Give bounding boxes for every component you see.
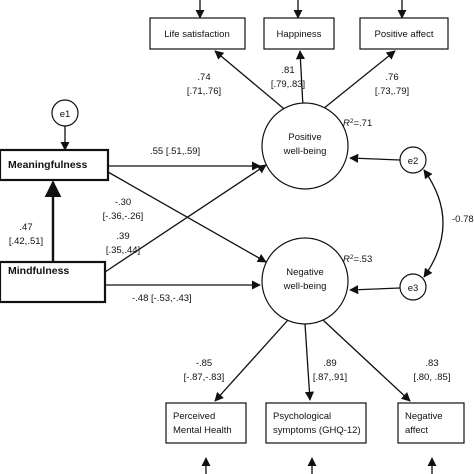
happiness-box — [263, 17, 335, 50]
loading-mental-health-ci: [-.87,-.83] — [184, 372, 225, 383]
loading-arrow-mental-health — [214, 319, 289, 402]
negative-affect-box — [397, 402, 465, 444]
positive-wellbeing-label-line1: Positive — [288, 132, 321, 143]
negative-wellbeing-label-line2: well-being — [283, 281, 327, 292]
e1-label: e1 — [60, 109, 71, 120]
path-mind-neg-label: -.48 [-.53,-.43] — [132, 293, 192, 304]
mental-health-box — [165, 402, 247, 444]
life-satisfaction-label: Life satisfaction — [164, 29, 229, 40]
loading-happiness-ci: [.79,.83] — [271, 79, 305, 90]
positive-affect-label: Positive affect — [375, 29, 434, 40]
loading-positive-affect-ci: [.73,.79] — [375, 86, 409, 97]
e2-label: e2 — [408, 156, 419, 167]
e2-arrow — [349, 153, 401, 163]
positive-wellbeing-label-line2: well-being — [283, 146, 327, 157]
path-mean-neg-estimate: -.30 — [115, 197, 131, 208]
negative-affect-label-line1: Negative — [405, 411, 443, 422]
path-mind-pos-estimate: .39 — [116, 231, 129, 242]
covariance-label: -0.78 — [452, 214, 474, 225]
loading-happiness-estimate: .81 — [281, 65, 294, 76]
meaningfulness-box — [0, 148, 110, 182]
path-mind-pos-ci: [.35,.44] — [106, 245, 140, 256]
negative-wellbeing-label-line1: Negative — [286, 267, 324, 278]
path-mean-pos-label: .55 [.51,.59] — [150, 146, 200, 157]
loading-arrow-positive-affect — [317, 50, 396, 114]
loading-psych-symptoms-ci: [.87,.91] — [313, 372, 347, 383]
e3-label: e3 — [408, 283, 419, 294]
psych-symptoms-label-line1: Psychological — [273, 411, 331, 422]
loading-arrow-life-satisfaction — [214, 50, 290, 114]
covariance-arrow-e2-e3 — [423, 169, 444, 278]
path-mind-mean-estimate: .47 — [19, 222, 32, 233]
loading-psych-symptoms-estimate: .89 — [323, 358, 336, 369]
loading-arrow-psych-symptoms — [304, 323, 315, 401]
e3-error-node — [399, 273, 427, 301]
psych-symptoms-box — [265, 402, 367, 444]
path-mind-mean-ci: [.42,.51] — [9, 236, 43, 247]
happiness-label: Happiness — [277, 29, 322, 40]
positive-affect-box — [359, 17, 449, 50]
mental-health-label-line2: Mental Health — [173, 425, 232, 436]
path-arrow-mindfulness-to-positive — [104, 164, 267, 273]
positive-wellbeing-node — [261, 102, 349, 190]
psych-symptoms-label-line2: symptoms (GHQ-12) — [273, 425, 361, 436]
loading-negative-affect-estimate: .83 — [425, 358, 438, 369]
loading-mental-health-estimate: -.85 — [196, 358, 212, 369]
mental-health-label-line1: Perceived — [173, 411, 215, 422]
loading-positive-affect-estimate: .76 — [385, 72, 398, 83]
mindfulness-label: Mindfulness — [8, 265, 69, 277]
life-satisfaction-box — [149, 17, 246, 50]
loading-life-satisfaction-estimate: .74 — [197, 72, 210, 83]
e3-arrow — [349, 285, 401, 295]
r2-positive: R2=.71 — [343, 118, 372, 130]
loading-negative-affect-ci: [.80, .85] — [414, 372, 451, 383]
r2-negative: R2=.53 — [343, 254, 372, 266]
loading-arrow-happiness — [295, 50, 305, 108]
path-mean-neg-ci: [-.36,-.26] — [103, 211, 144, 222]
loading-arrow-negative-affect — [322, 319, 411, 402]
meaningfulness-label: Meaningfulness — [8, 159, 88, 171]
loading-life-satisfaction-ci: [.71,.76] — [187, 86, 221, 97]
negative-affect-label-line2: affect — [405, 425, 428, 436]
